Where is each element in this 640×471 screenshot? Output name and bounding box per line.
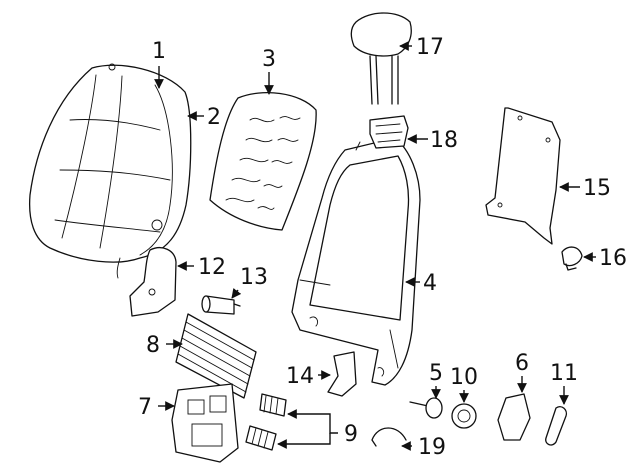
callout-labels: 1 2 3 4 5 6 7 8 9 10 11 12 13 14 15 16 1… bbox=[138, 35, 627, 460]
callout-18: 18 bbox=[430, 128, 458, 153]
callout-11: 11 bbox=[550, 361, 578, 386]
callout-19: 19 bbox=[418, 435, 446, 460]
wire-clip-drawing bbox=[371, 427, 407, 447]
callout-2: 2 bbox=[207, 105, 221, 130]
headrest-drawing bbox=[350, 12, 412, 105]
seat-back-pad-drawing bbox=[209, 92, 317, 231]
callout-14: 14 bbox=[286, 364, 314, 389]
callout-13: 13 bbox=[240, 265, 268, 290]
callout-8: 8 bbox=[146, 333, 160, 358]
seat-back-cover-drawing bbox=[28, 63, 192, 279]
seat-back-frame-drawing bbox=[291, 133, 421, 386]
callout-5: 5 bbox=[429, 361, 443, 386]
callout-7: 7 bbox=[138, 395, 152, 420]
hinge-cover-drawing bbox=[129, 247, 177, 317]
clip-drawing bbox=[561, 246, 583, 271]
nut-drawing bbox=[451, 403, 477, 429]
callout-12: 12 bbox=[198, 255, 226, 280]
callout-3: 3 bbox=[262, 47, 276, 72]
small-bracket-drawing bbox=[327, 351, 357, 397]
callout-10: 10 bbox=[450, 365, 478, 390]
leader-lines bbox=[154, 41, 596, 451]
callout-4: 4 bbox=[423, 271, 437, 296]
back-panel-drawing bbox=[485, 107, 561, 245]
bracket-drawing bbox=[369, 115, 409, 149]
handle-drawing bbox=[545, 406, 568, 446]
spring-pair-drawing bbox=[245, 393, 287, 451]
bolt-drawing bbox=[409, 397, 443, 419]
callout-16: 16 bbox=[599, 246, 627, 271]
callout-15: 15 bbox=[583, 176, 611, 201]
callout-9: 9 bbox=[344, 422, 358, 447]
base-plate-drawing bbox=[171, 383, 239, 463]
callout-1: 1 bbox=[152, 39, 166, 64]
side-cover-drawing bbox=[497, 393, 531, 441]
callout-17: 17 bbox=[416, 35, 444, 60]
callout-6: 6 bbox=[515, 351, 529, 376]
connector-drawing bbox=[201, 295, 241, 315]
